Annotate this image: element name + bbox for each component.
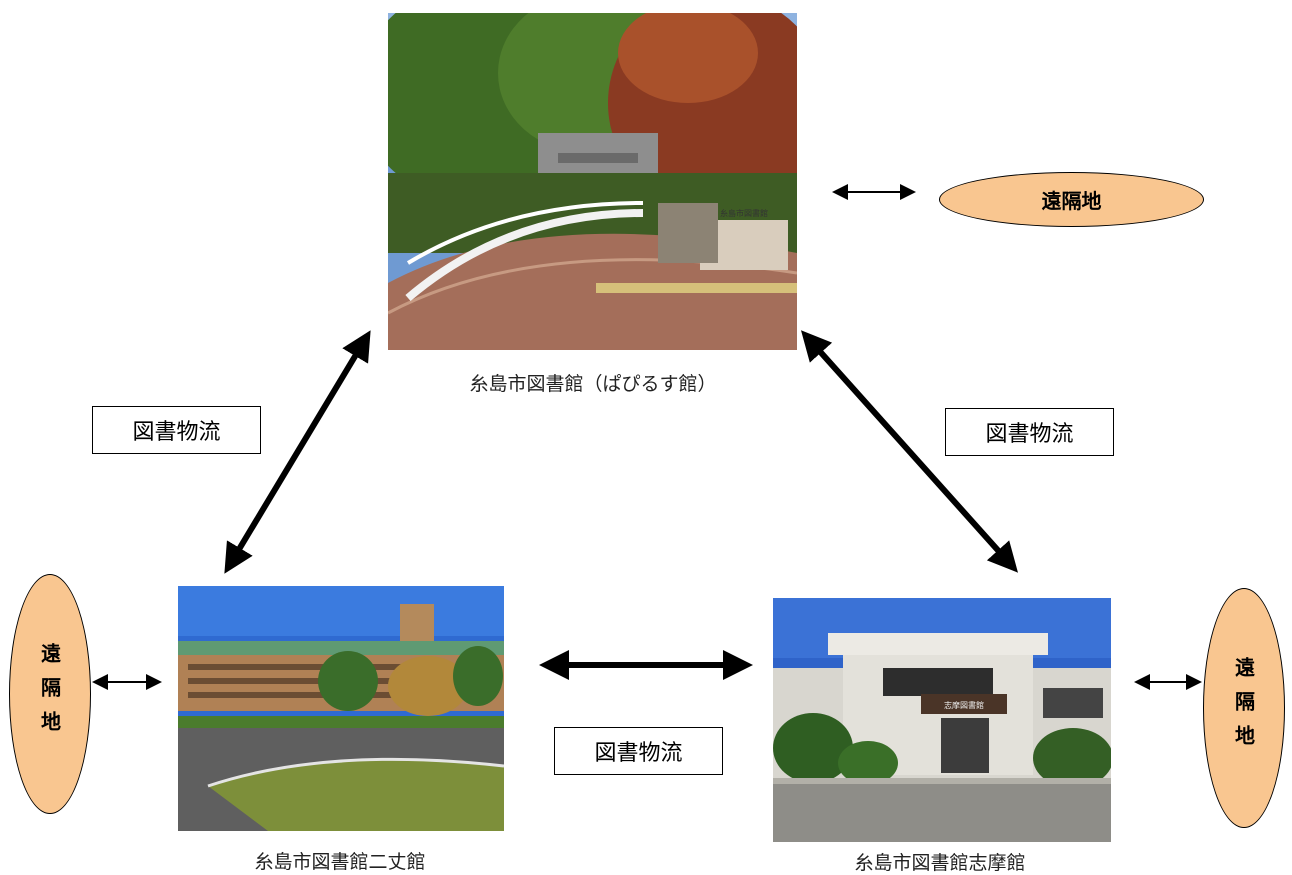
main-photo-sign: 糸島市図書館 (720, 208, 768, 218)
remote-site-label: 遠隔地 (1231, 657, 1256, 759)
main-library-photo: 糸島市図書館 (388, 13, 797, 350)
remote-site-right: 遠隔地 (1203, 588, 1285, 828)
remote-site-top-right: 遠隔地 (939, 172, 1204, 227)
shima-photo-sign: 志摩図書館 (944, 700, 984, 710)
shima-library-photo: 志摩図書館 (773, 598, 1111, 842)
remote-site-label: 遠隔地 (37, 643, 62, 745)
remote-site-left: 遠隔地 (9, 574, 91, 814)
logistics-label-bottom: 図書物流 (554, 727, 723, 775)
nijo-library-photo (178, 586, 504, 831)
logistics-label-right: 図書物流 (945, 408, 1114, 456)
remote-site-label: 遠隔地 (1041, 189, 1102, 213)
nijo-library-caption: 糸島市図書館二丈館 (254, 851, 426, 873)
logistics-label-left: 図書物流 (92, 406, 261, 454)
main-library-caption: 糸島市図書館（ぱぴるす館） (469, 373, 717, 395)
shima-library-caption: 糸島市図書館志摩館 (854, 852, 1026, 874)
